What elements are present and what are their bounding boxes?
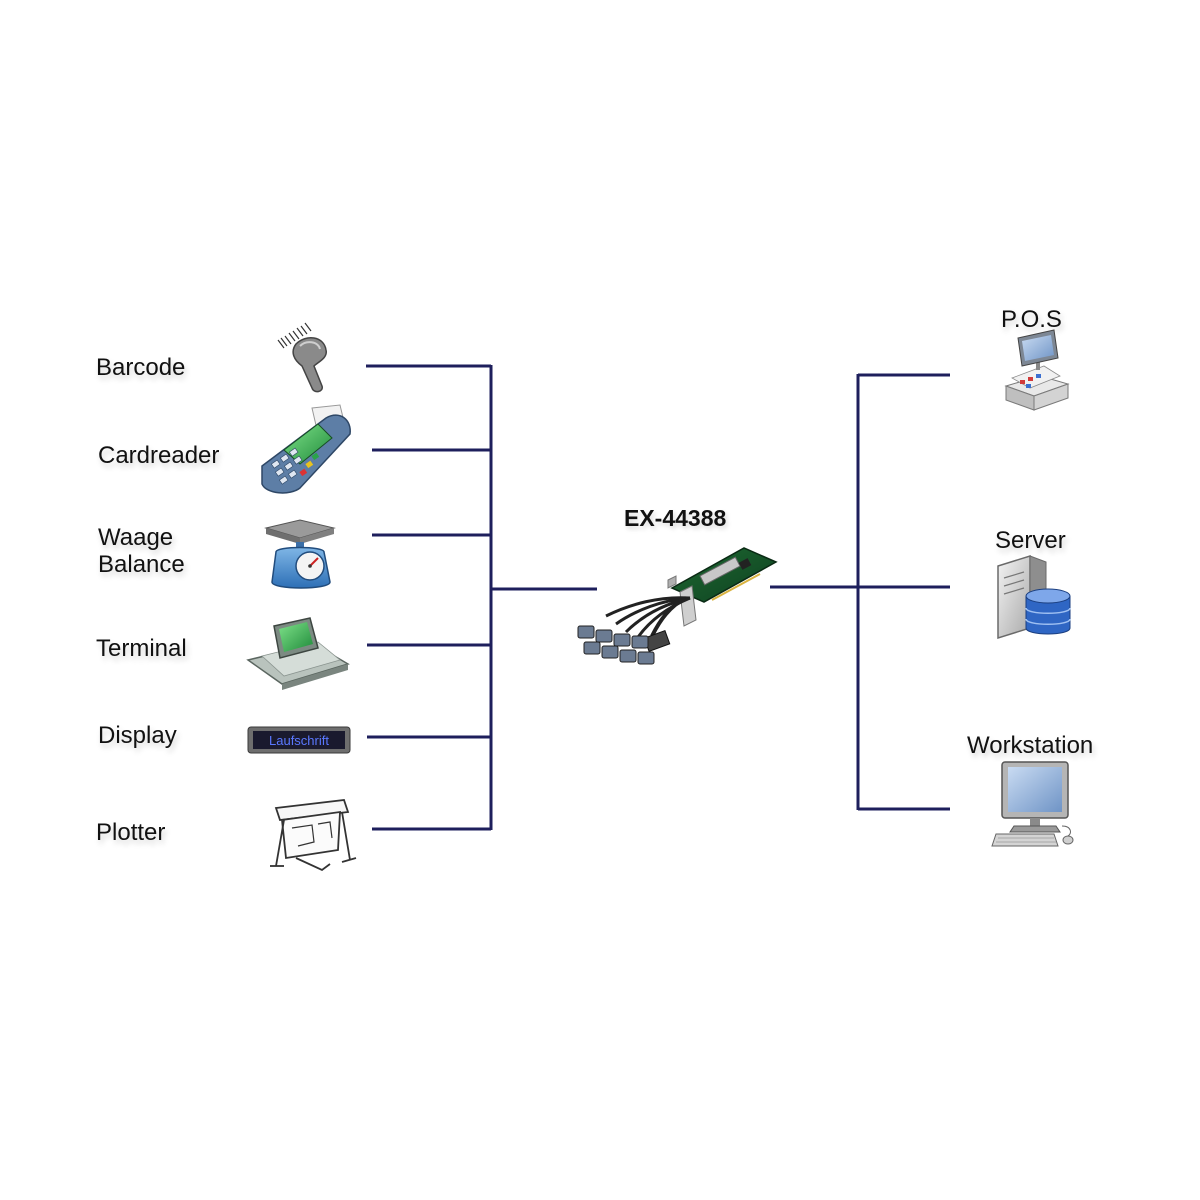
- cash-register-icon: [1004, 329, 1070, 411]
- server-icon: [997, 554, 1071, 640]
- label-barcode: Barcode: [96, 354, 186, 381]
- card-terminal-icon: [261, 404, 351, 494]
- database-icon: [1025, 588, 1071, 635]
- label-pos: P.O.S: [1001, 306, 1062, 333]
- label-cardreader: Cardreader: [98, 442, 220, 469]
- label-terminal: Terminal: [96, 635, 187, 662]
- label-plotter: Plotter: [96, 819, 166, 846]
- label-server: Server: [995, 527, 1066, 554]
- display-scroll-text: Laufschrift: [269, 733, 329, 748]
- barcode-scanner-icon: [277, 322, 327, 393]
- label-balance: Balance: [98, 551, 185, 578]
- terminal-icon: [246, 617, 350, 690]
- label-waage-balance: Waage Balance: [98, 524, 185, 578]
- label-workstation: Workstation: [967, 732, 1094, 759]
- label-display: Display: [98, 722, 177, 749]
- plotter-icon: [270, 799, 357, 872]
- led-display-icon: Laufschrift: [247, 726, 351, 754]
- card-model-title: EX-44388: [624, 505, 727, 531]
- serial-card-icon: [667, 547, 778, 627]
- connection-lines: [366, 364, 950, 831]
- fan-out-cable-icon: [577, 596, 691, 665]
- label-waage: Waage: [98, 524, 174, 551]
- scale-icon: [264, 519, 336, 589]
- workstation-icon: [991, 761, 1074, 847]
